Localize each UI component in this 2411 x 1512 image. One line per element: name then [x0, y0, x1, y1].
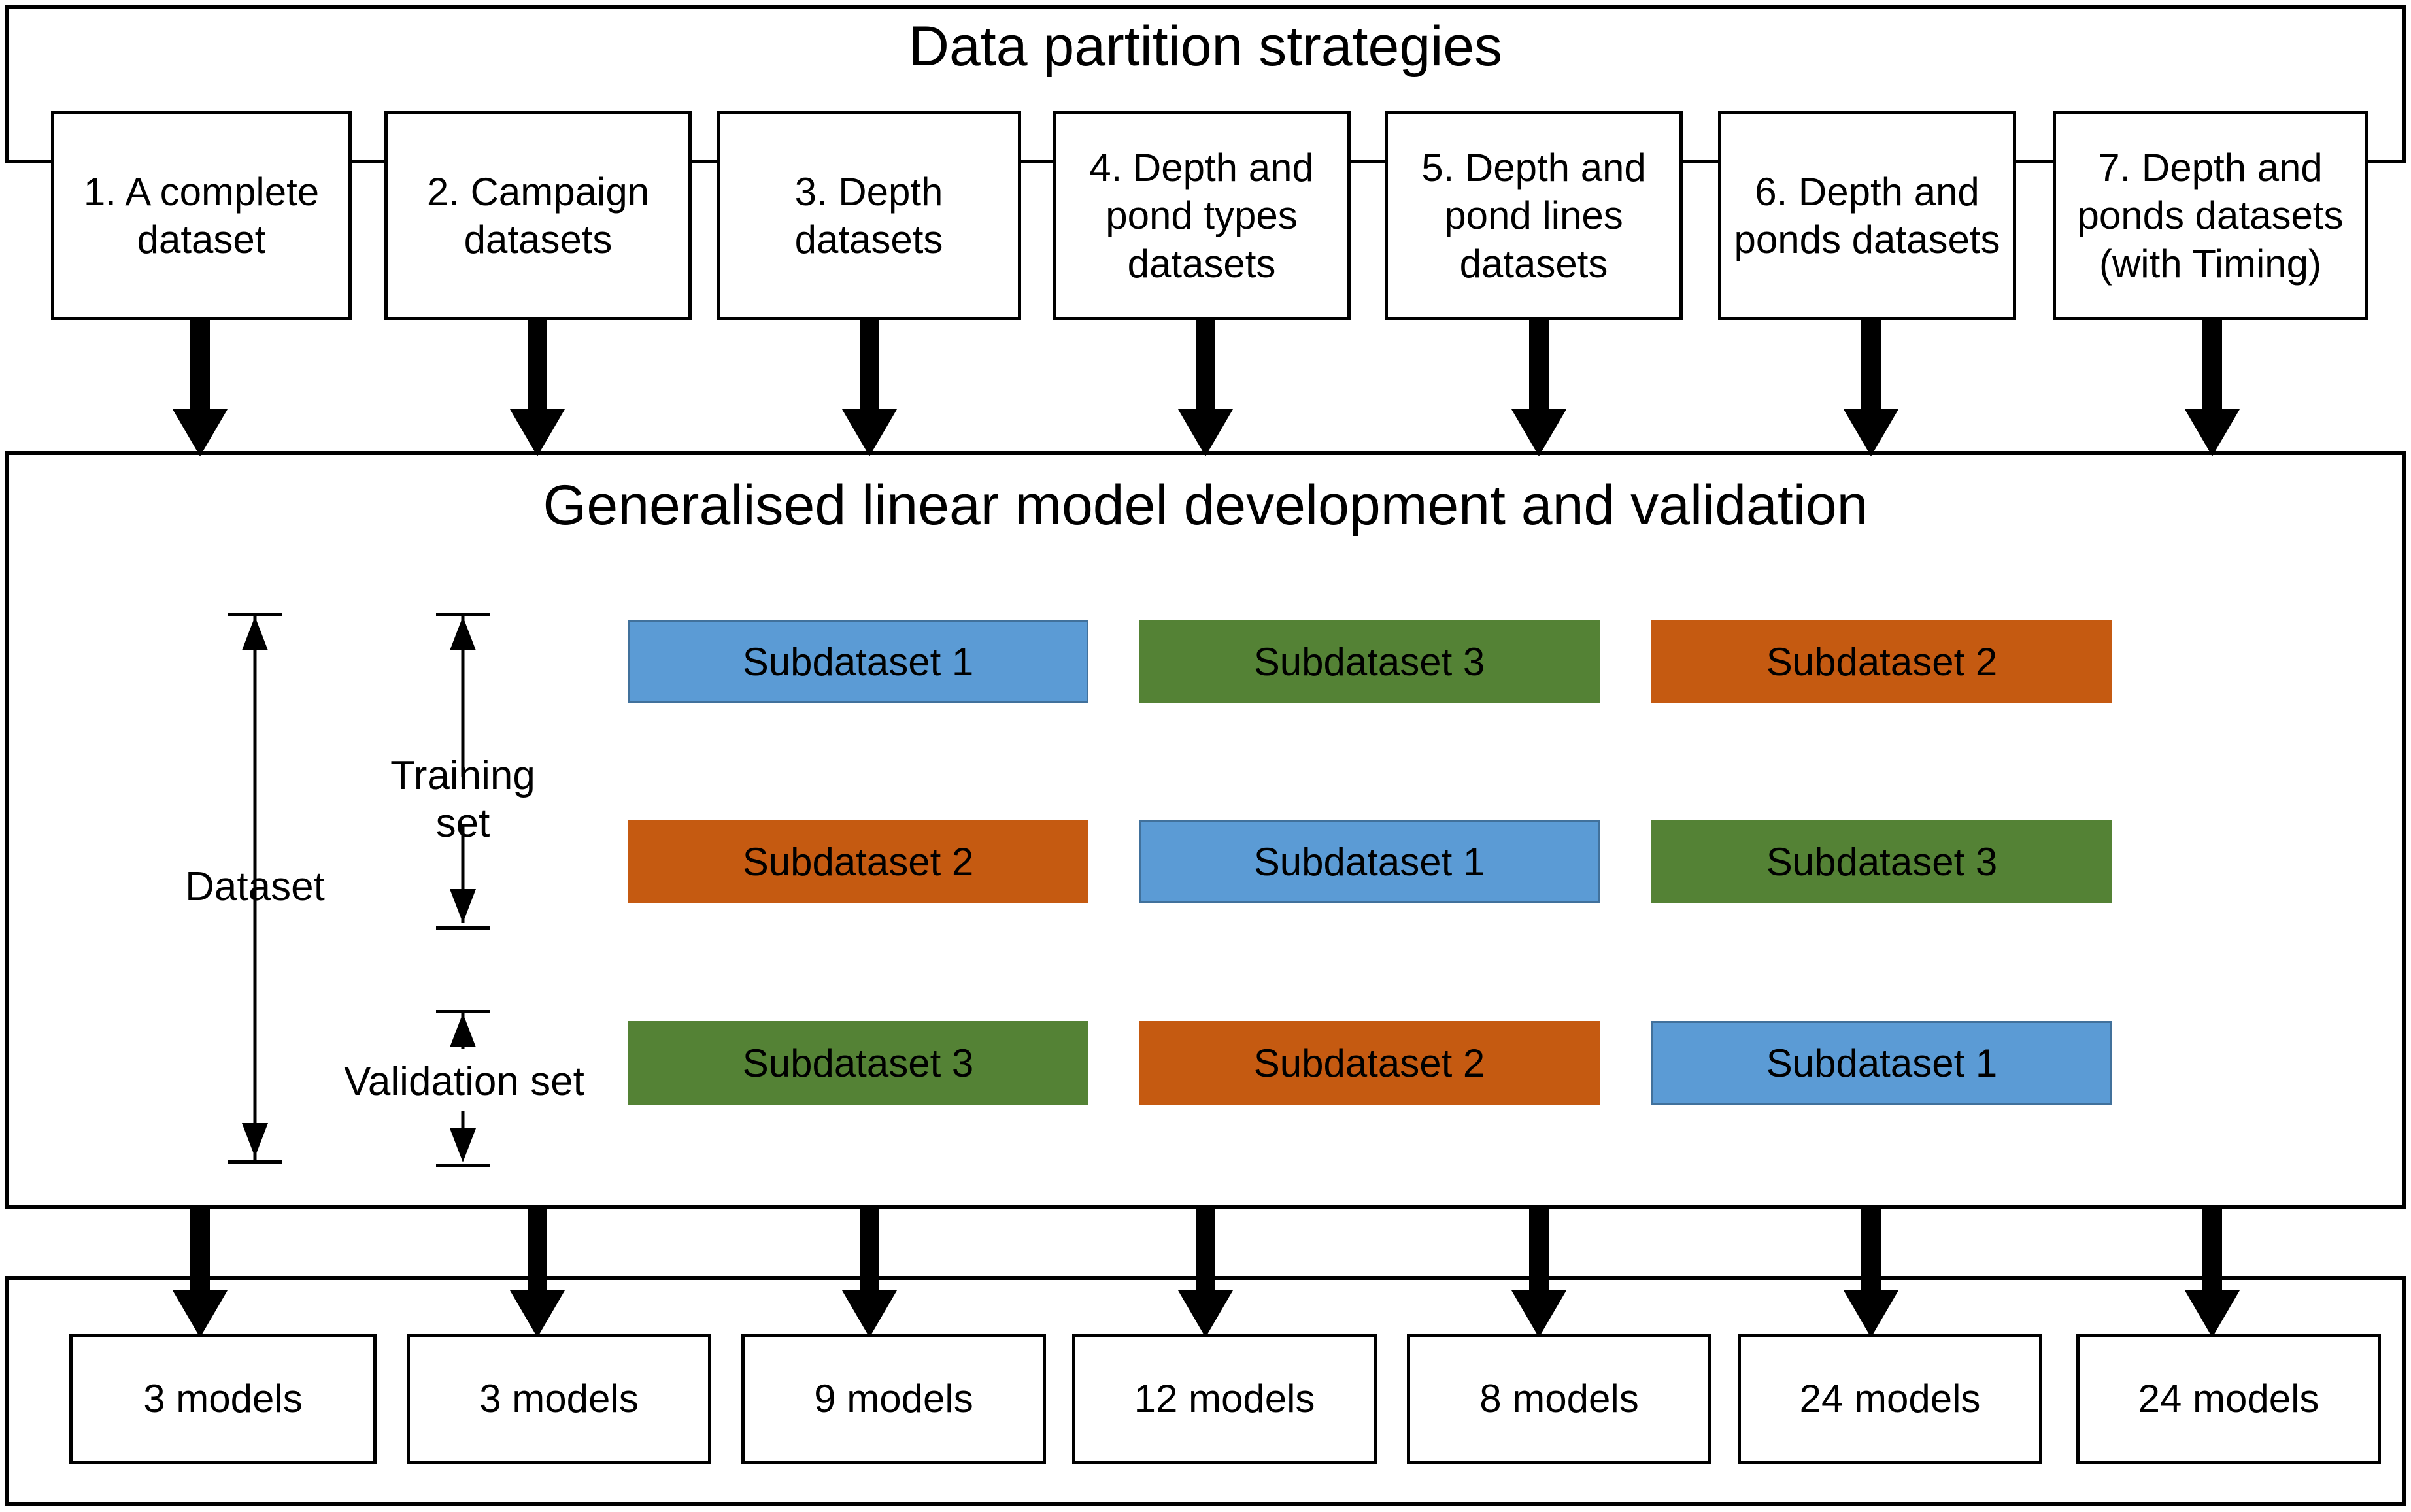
model-box-7[interactable]: 24 models [2076, 1334, 2381, 1464]
arrow-head-icon [1511, 409, 1566, 456]
flow-arrow-down-5 [1506, 320, 1572, 456]
arrow-shaft [1529, 320, 1549, 409]
section-title: Generalised linear model development and… [543, 474, 1868, 537]
strategy-box-7-label: 7. Depth and ponds datasets (with Timing… [2077, 146, 2344, 286]
dim-cap-bottom [436, 1164, 490, 1167]
arrow-shaft [2202, 320, 2222, 409]
model-box-2[interactable]: 3 models [407, 1334, 711, 1464]
arrow-shaft [860, 320, 879, 409]
model-box-6-label: 24 models [1799, 1377, 1981, 1420]
subdataset-block-r3c1[interactable]: Subdataset 3 [628, 1021, 1088, 1105]
arrow-head-down-icon [450, 889, 476, 923]
flow-arrow-down-7 [2180, 320, 2245, 456]
subdataset-block-r1c2[interactable]: Subdataset 3 [1139, 620, 1600, 703]
strategy-box-1-label: 1. A complete dataset [83, 169, 320, 261]
model-box-6[interactable]: 24 models [1738, 1334, 2042, 1464]
arrow-shaft [1196, 320, 1215, 409]
strategy-box-3[interactable]: 3. Depth datasets [717, 111, 1021, 320]
subdataset-block-label: Subdataset 2 [742, 839, 974, 884]
subdataset-block-r2c1[interactable]: Subdataset 2 [628, 820, 1088, 903]
model-box-3[interactable]: 9 models [741, 1334, 1046, 1464]
dim-cap-top [228, 613, 282, 616]
subdataset-block-r3c3[interactable]: Subdataset 1 [1651, 1021, 2112, 1105]
subdataset-block-label: Subdataset 2 [1766, 639, 1998, 684]
subdataset-block-label: Subdataset 1 [1253, 839, 1485, 884]
arrow-head-icon [173, 409, 228, 456]
strategy-box-4[interactable]: 4. Depth and pond types datasets [1053, 111, 1351, 320]
flow-arrow-down-3 [837, 320, 902, 456]
dim-cap-top [436, 1010, 490, 1013]
arrow-shaft [190, 320, 210, 409]
page-title: Data partition strategies [908, 15, 1503, 78]
model-box-4[interactable]: 12 models [1072, 1334, 1377, 1464]
validation-set-dimension-arrow-lower [424, 1111, 502, 1170]
model-box-5[interactable]: 8 models [1407, 1334, 1711, 1464]
model-box-3-label: 9 models [814, 1377, 973, 1420]
flow-arrow-down-2 [505, 320, 570, 456]
model-box-1[interactable]: 3 models [69, 1334, 377, 1464]
strategy-box-5[interactable]: 5. Depth and pond lines datasets [1385, 111, 1683, 320]
subdataset-block-r1c1[interactable]: Subdataset 1 [628, 620, 1088, 703]
flow-arrow-down-1 [167, 320, 233, 456]
validation-set-label: Validation set [307, 1058, 621, 1105]
dim-line [461, 1013, 465, 1049]
dim-line [461, 825, 465, 923]
subdataset-block-label: Subdataset 2 [1253, 1041, 1485, 1085]
dim-cap-bottom [228, 1160, 282, 1164]
dim-cap-bottom [436, 926, 490, 930]
training-set-dimension-arrow-upper [424, 613, 502, 777]
arrow-shaft [528, 320, 547, 409]
arrow-head-down-icon [242, 1123, 268, 1157]
strategy-box-5-label: 5. Depth and pond lines datasets [1421, 146, 1646, 286]
subdataset-block-r1c3[interactable]: Subdataset 2 [1651, 620, 2112, 703]
flow-arrow-down-4 [1173, 320, 1238, 456]
subdataset-block-label: Subdataset 3 [742, 1041, 974, 1085]
training-set-dimension-arrow-lower [424, 825, 502, 956]
model-box-4-label: 12 models [1134, 1377, 1315, 1420]
strategy-box-6-label: 6. Depth and ponds datasets [1734, 169, 2000, 261]
subdataset-block-label: Subdataset 3 [1253, 639, 1485, 684]
subdataset-block-label: Subdataset 1 [742, 639, 974, 684]
arrow-head-icon [1178, 409, 1233, 456]
validation-set-label-text: Validation set [344, 1059, 584, 1104]
arrow-head-down-icon [450, 1128, 476, 1162]
dim-line [461, 1111, 465, 1128]
model-box-5-label: 8 models [1479, 1377, 1639, 1420]
arrow-head-icon [1844, 409, 1898, 456]
subdataset-block-label: Subdataset 1 [1766, 1041, 1998, 1085]
subdataset-block-r3c2[interactable]: Subdataset 2 [1139, 1021, 1600, 1105]
subdataset-block-r2c2[interactable]: Subdataset 1 [1139, 820, 1600, 903]
subdataset-block-r2c3[interactable]: Subdataset 3 [1651, 820, 2112, 903]
arrow-head-icon [510, 409, 565, 456]
strategy-box-2-label: 2. Campaign datasets [426, 169, 650, 261]
subdataset-block-label: Subdataset 3 [1766, 839, 1998, 884]
flow-arrow-down-6 [1838, 320, 1904, 456]
arrow-head-icon [842, 409, 897, 456]
strategy-box-7[interactable]: 7. Depth and ponds datasets (with Timing… [2053, 111, 2368, 320]
dim-line [461, 616, 465, 777]
strategy-box-4-label: 4. Depth and pond types datasets [1089, 146, 1314, 286]
validation-set-dimension-arrow-upper [424, 1010, 502, 1069]
strategy-box-3-label: 3. Depth datasets [794, 169, 943, 261]
dim-line [253, 616, 257, 1160]
arrow-head-icon [2185, 409, 2240, 456]
strategy-box-1[interactable]: 1. A complete dataset [51, 111, 352, 320]
model-box-7-label: 24 models [2138, 1377, 2319, 1420]
dim-cap-top [436, 613, 490, 616]
strategy-box-2[interactable]: 2. Campaign datasets [384, 111, 692, 320]
model-box-1-label: 3 models [143, 1377, 303, 1420]
model-box-2-label: 3 models [479, 1377, 639, 1420]
arrow-shaft [1861, 320, 1881, 409]
strategy-box-6[interactable]: 6. Depth and ponds datasets [1718, 111, 2016, 320]
dataset-dimension-arrow [216, 613, 294, 1164]
